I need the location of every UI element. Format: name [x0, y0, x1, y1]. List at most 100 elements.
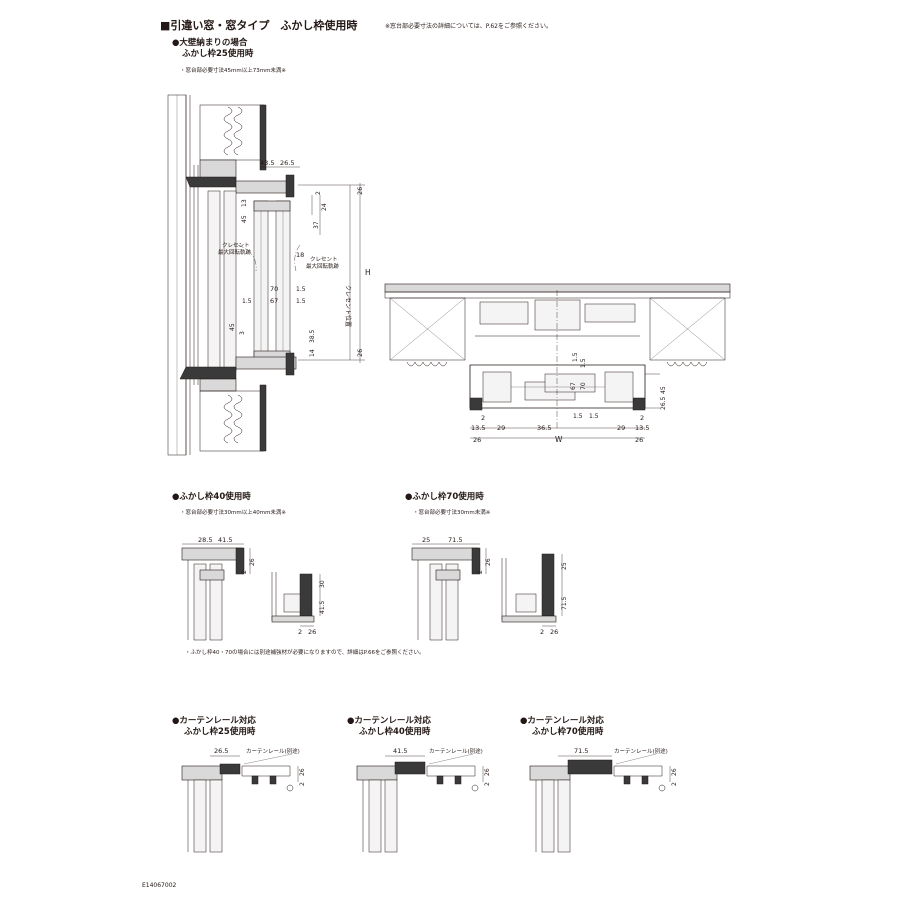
- frame40-drawing: 28.5 41.5 26 2 30 41.5 2 26: [181, 536, 326, 641]
- curtain70-rail-label: カーテンレール(別途): [614, 747, 668, 755]
- dim-26-bot: 26: [356, 349, 364, 357]
- frame40-dim-2-h: 2: [298, 628, 302, 636]
- curtain25-dim-26: 26: [299, 768, 306, 776]
- horizontal-section-drawing: 1.5 67 70 1.5 45 26.5 2 13.5 29 36.5 1.5…: [384, 283, 731, 444]
- hdim-1-5-b2: 1.5: [589, 413, 599, 420]
- frame70-dim-25-v: 25: [561, 562, 568, 570]
- curtain25-heading-line2: ふかし枠25使用時: [184, 727, 256, 737]
- main-section-note: ・窓台部必要寸法45mm以上73mm未満※: [180, 68, 287, 74]
- main-heading-line1: ●大壁納まりの場合: [172, 38, 248, 48]
- dim-1-5-c: 1.5: [296, 298, 306, 305]
- frame40-dim-26-h: 26: [308, 628, 316, 636]
- frame40-dim-2: 2: [241, 570, 248, 574]
- vertical-section-drawing: 43.5 26.5 2 13 45 37 24 26 18 70 67 1.5 …: [167, 94, 371, 456]
- curtain25-dim-2: 2: [299, 782, 306, 786]
- dim-1-5-b: 1.5: [242, 298, 252, 305]
- hdim-1-5-b1: 1.5: [573, 413, 583, 420]
- frame40-heading: ●ふかし枠40使用時: [172, 492, 251, 502]
- curtain25-dim: 26.5: [214, 747, 228, 755]
- curtain25-heading: ●カーテンレール対応 ふかし枠25使用時: [172, 716, 256, 738]
- frame70-dim-26-h: 26: [550, 628, 558, 636]
- hdim-2-left: 2: [481, 414, 485, 422]
- dim-H: H: [365, 268, 371, 277]
- crescent-right-line2: 最大回転軌跡: [306, 262, 340, 270]
- frame70-dim-71-5: 71.5: [448, 536, 462, 544]
- crescent-left-line2: 最大回転軌跡: [218, 248, 252, 256]
- curtain25-drawing: 26.5 カーテンレール(別途) 26 2: [181, 747, 306, 853]
- dim-26-top: 26: [356, 187, 364, 195]
- curtain40-rail-label: カーテンレール(別途): [429, 747, 483, 755]
- frame40-dim-30: 30: [319, 580, 326, 588]
- frame70-dim-2: 2: [477, 570, 484, 574]
- curtain70-dim: 71.5: [574, 747, 588, 755]
- dim-2-top: 2: [315, 191, 322, 195]
- hdim-36-5: 36.5: [537, 424, 551, 432]
- frame70-dim-71-5-v: 71.5: [561, 596, 568, 610]
- crescent-left-line1: クレセント: [222, 242, 250, 249]
- curtain40-dim-2: 2: [484, 782, 491, 786]
- crescent-right-line1: クレセント: [310, 256, 338, 263]
- crescent-position-label: クレセント位置: [344, 285, 352, 327]
- dim-67: 67: [270, 297, 278, 305]
- dim-45-top: 45: [241, 215, 248, 223]
- curtain40-dim: 41.5: [393, 747, 407, 755]
- curtain40-heading: ●カーテンレール対応 ふかし枠40使用時: [347, 716, 431, 738]
- curtain25-heading-line1: ●カーテンレール対応: [172, 716, 256, 726]
- main-section-heading: ●大壁納まりの場合 ふかし枠25使用時: [172, 38, 253, 60]
- curtain70-dim-2: 2: [671, 782, 678, 786]
- frame70-heading: ●ふかし枠70使用時: [405, 492, 484, 502]
- hdim-2-right: 2: [640, 414, 644, 422]
- frame70-dim-25: 25: [422, 536, 430, 544]
- dim-3: 3: [239, 331, 246, 335]
- dim-14: 14: [309, 349, 316, 357]
- hdim-13-5-left: 13.5: [471, 424, 485, 432]
- dim-38-5: 38.5: [309, 329, 316, 343]
- hdim-13-5-right: 13.5: [635, 424, 649, 432]
- hdim-29-right: 29: [617, 424, 625, 432]
- frame40-dim-26: 26: [249, 558, 256, 566]
- dim-43-5: 43.5: [260, 159, 274, 167]
- dim-18: 18: [296, 251, 304, 259]
- curtain40-heading-line2: ふかし枠40使用時: [359, 727, 431, 737]
- main-heading-line2: ふかし枠25使用時: [182, 49, 254, 59]
- hdim-1-5-mid: 1.5: [580, 358, 587, 368]
- dim-70: 70: [270, 285, 278, 293]
- curtain40-dim-26: 26: [484, 768, 491, 776]
- reinforcement-note: ・ふかし枠40・70の場合には別途補強材が必要になりますので、詳細はP.66をご…: [185, 650, 425, 656]
- hdim-45: 45: [660, 386, 667, 394]
- hdim-26-right: 26: [635, 436, 643, 444]
- frame40-dim-28-5: 28.5: [198, 536, 212, 544]
- page-title: ■引違い窓・窓タイプ ふかし枠使用時: [160, 19, 358, 32]
- frame70-dim-26: 26: [485, 558, 492, 566]
- curtain25-rail-label: カーテンレール(別途): [246, 747, 300, 755]
- curtain70-drawing: 71.5 カーテンレール(別途) 26 2: [529, 747, 678, 853]
- frame40-dim-41-5: 41.5: [218, 536, 232, 544]
- curtain70-dim-26: 26: [671, 768, 678, 776]
- frame40-dim-41-5-v: 41.5: [319, 600, 326, 614]
- hdim-29-left: 29: [497, 424, 505, 432]
- crescent-trace-right-label: クレセント 最大回転軌跡: [306, 256, 340, 270]
- frame40-note: ・窓台部必要寸法30mm以上40mm未満※: [180, 510, 287, 516]
- dim-1-5-a: 1.5: [296, 286, 306, 293]
- curtain40-heading-line1: ●カーテンレール対応: [347, 716, 431, 726]
- curtain70-heading: ●カーテンレール対応 ふかし枠70使用時: [520, 716, 604, 738]
- dim-13: 13: [241, 199, 248, 207]
- dim-45-bot: 45: [229, 323, 236, 331]
- document-code: E14067002: [142, 882, 177, 889]
- crescent-trace-left-label: クレセント 最大回転軌跡: [218, 242, 252, 256]
- curtain70-heading-line1: ●カーテンレール対応: [520, 716, 604, 726]
- frame70-drawing: 25 71.5 26 2 25 71.5 2 26: [411, 536, 568, 641]
- curtain40-drawing: 41.5 カーテンレール(別途) 26 2: [356, 747, 491, 853]
- frame70-dim-2-h: 2: [540, 628, 544, 636]
- dim-26-5-top: 26.5: [280, 159, 294, 167]
- dim-24: 24: [321, 203, 328, 211]
- hdim-W: W: [555, 435, 563, 444]
- hdim-67: 67: [570, 382, 577, 390]
- hdim-26-left: 26: [473, 436, 481, 444]
- hdim-26-5: 26.5: [660, 396, 667, 410]
- frame70-note: ・窓台部必要寸法30mm未満※: [413, 510, 491, 516]
- curtain70-heading-line2: ふかし枠70使用時: [532, 727, 604, 737]
- dim-37: 37: [313, 221, 320, 229]
- hdim-70: 70: [580, 382, 587, 390]
- reference-note: ※窓台部必要寸法の詳細については、P.62をご参照ください。: [385, 23, 552, 30]
